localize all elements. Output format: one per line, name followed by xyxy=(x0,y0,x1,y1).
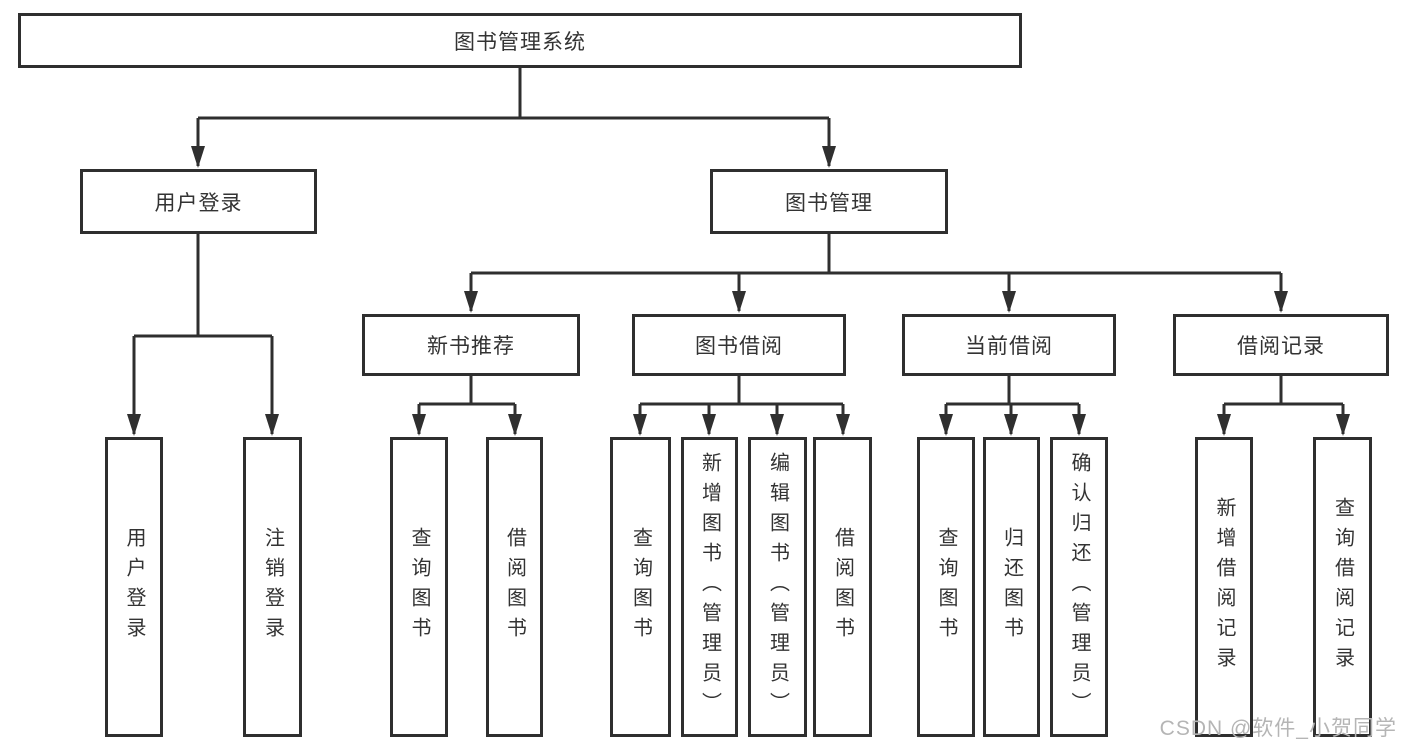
leaf-add-books-admin: 新增图书（管理员） xyxy=(681,437,738,737)
leaf-label: 用户登录 xyxy=(123,527,145,647)
leaf-label: 新增图书（管理员） xyxy=(698,452,721,722)
leaf-query-books-3: 查询图书 xyxy=(917,437,975,737)
leaf-query-books-2: 查询图书 xyxy=(610,437,671,737)
leaf-label: 借阅图书 xyxy=(503,527,526,647)
node-user-login: 用户登录 xyxy=(80,169,317,234)
leaf-label: 编辑图书（管理员） xyxy=(766,452,789,722)
node-borrow-records: 借阅记录 xyxy=(1173,314,1389,376)
leaf-label: 查询图书 xyxy=(935,527,957,647)
node-book-borrowing: 图书借阅 xyxy=(632,314,846,376)
node-new-book-recommend: 新书推荐 xyxy=(362,314,580,376)
leaf-user-login: 用户登录 xyxy=(105,437,163,737)
csdn-watermark: CSDN @软件_小贺同学 xyxy=(1159,717,1397,740)
leaf-label: 查询图书 xyxy=(629,527,652,647)
leaf-label: 新增借阅记录 xyxy=(1213,497,1235,677)
leaf-add-borrow-record: 新增借阅记录 xyxy=(1195,437,1253,737)
leaf-logout: 注销登录 xyxy=(243,437,302,737)
leaf-label: 查询借阅记录 xyxy=(1331,497,1354,677)
leaf-query-borrow-record: 查询借阅记录 xyxy=(1313,437,1372,737)
leaf-label: 确认归还（管理员） xyxy=(1068,452,1090,722)
leaf-confirm-return-admin: 确认归还（管理员） xyxy=(1050,437,1108,737)
leaf-borrow-books-2: 借阅图书 xyxy=(813,437,872,737)
node-book-management: 图书管理 xyxy=(710,169,948,234)
leaf-edit-books-admin: 编辑图书（管理员） xyxy=(748,437,807,737)
node-root: 图书管理系统 xyxy=(18,13,1022,68)
leaf-label: 归还图书 xyxy=(1000,527,1023,647)
leaf-label: 注销登录 xyxy=(261,527,284,647)
leaf-label: 查询图书 xyxy=(408,527,430,647)
leaf-return-books: 归还图书 xyxy=(983,437,1040,737)
node-current-borrowing: 当前借阅 xyxy=(902,314,1116,376)
leaf-query-books-1: 查询图书 xyxy=(390,437,448,737)
leaf-label: 借阅图书 xyxy=(831,527,854,647)
leaf-borrow-books-1: 借阅图书 xyxy=(486,437,543,737)
